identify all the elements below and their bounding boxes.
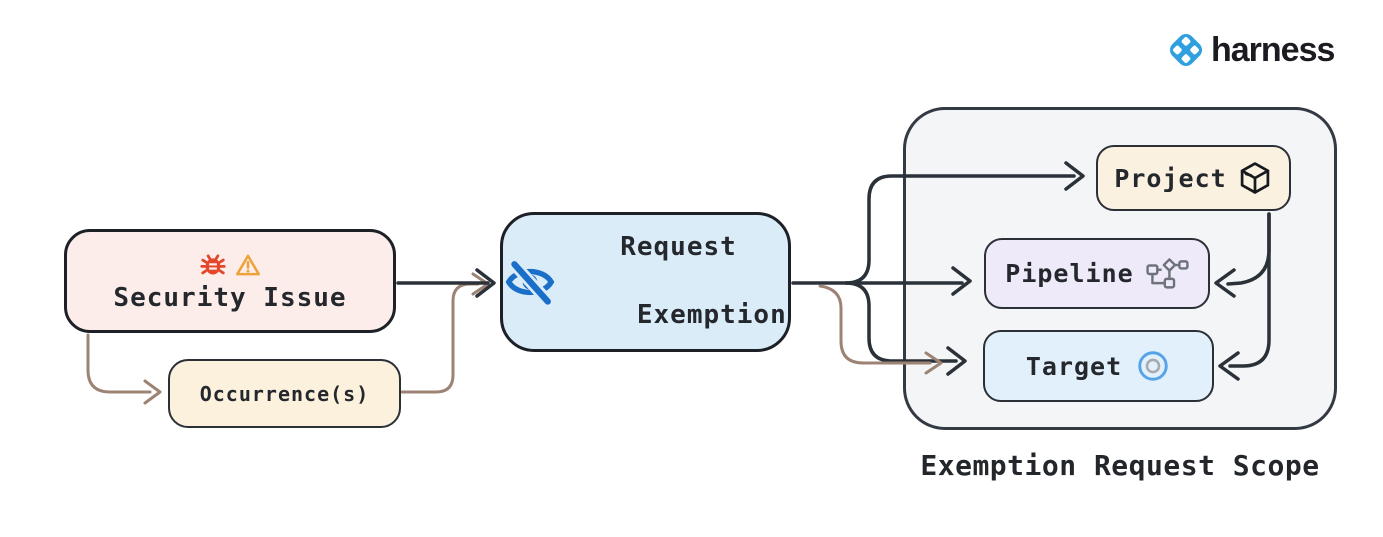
pipeline-nodes-icon <box>1145 257 1189 291</box>
target-circles-icon <box>1135 348 1171 384</box>
arrow-security-to-request <box>396 268 496 298</box>
project-node: Project <box>1096 145 1291 211</box>
harness-logo-icon <box>1164 28 1208 72</box>
package-cube-icon <box>1237 160 1273 196</box>
request-exemption-node: Request Exemption <box>500 212 791 352</box>
harness-logo: harness <box>1164 28 1335 72</box>
pipeline-label: Pipeline <box>1005 259 1134 288</box>
pipeline-node: Pipeline <box>984 238 1210 309</box>
exemption-request-scope-title: Exemption Request Scope <box>920 449 1320 482</box>
harness-logo-text: harness <box>1211 31 1335 69</box>
project-label: Project <box>1114 163 1227 193</box>
warning-triangle-icon <box>234 251 262 279</box>
target-node: Target <box>983 330 1214 402</box>
arrow-occurrences-to-request <box>400 272 490 394</box>
occurrences-node: Occurrence(s) <box>168 359 401 428</box>
request-exemption-line2: Exemption <box>636 299 787 330</box>
security-issue-node: Security Issue <box>64 229 396 333</box>
eye-off-icon <box>504 256 556 308</box>
target-label: Target <box>1025 351 1123 381</box>
bug-icon <box>199 251 227 279</box>
arrow-security-to-occurrences <box>86 333 162 405</box>
request-exemption-line1: Request <box>620 232 737 263</box>
request-exemption-label: Request Exemption <box>570 231 787 332</box>
occurrences-label: Occurrence(s) <box>199 381 370 406</box>
security-issue-label: Security Issue <box>113 283 347 313</box>
